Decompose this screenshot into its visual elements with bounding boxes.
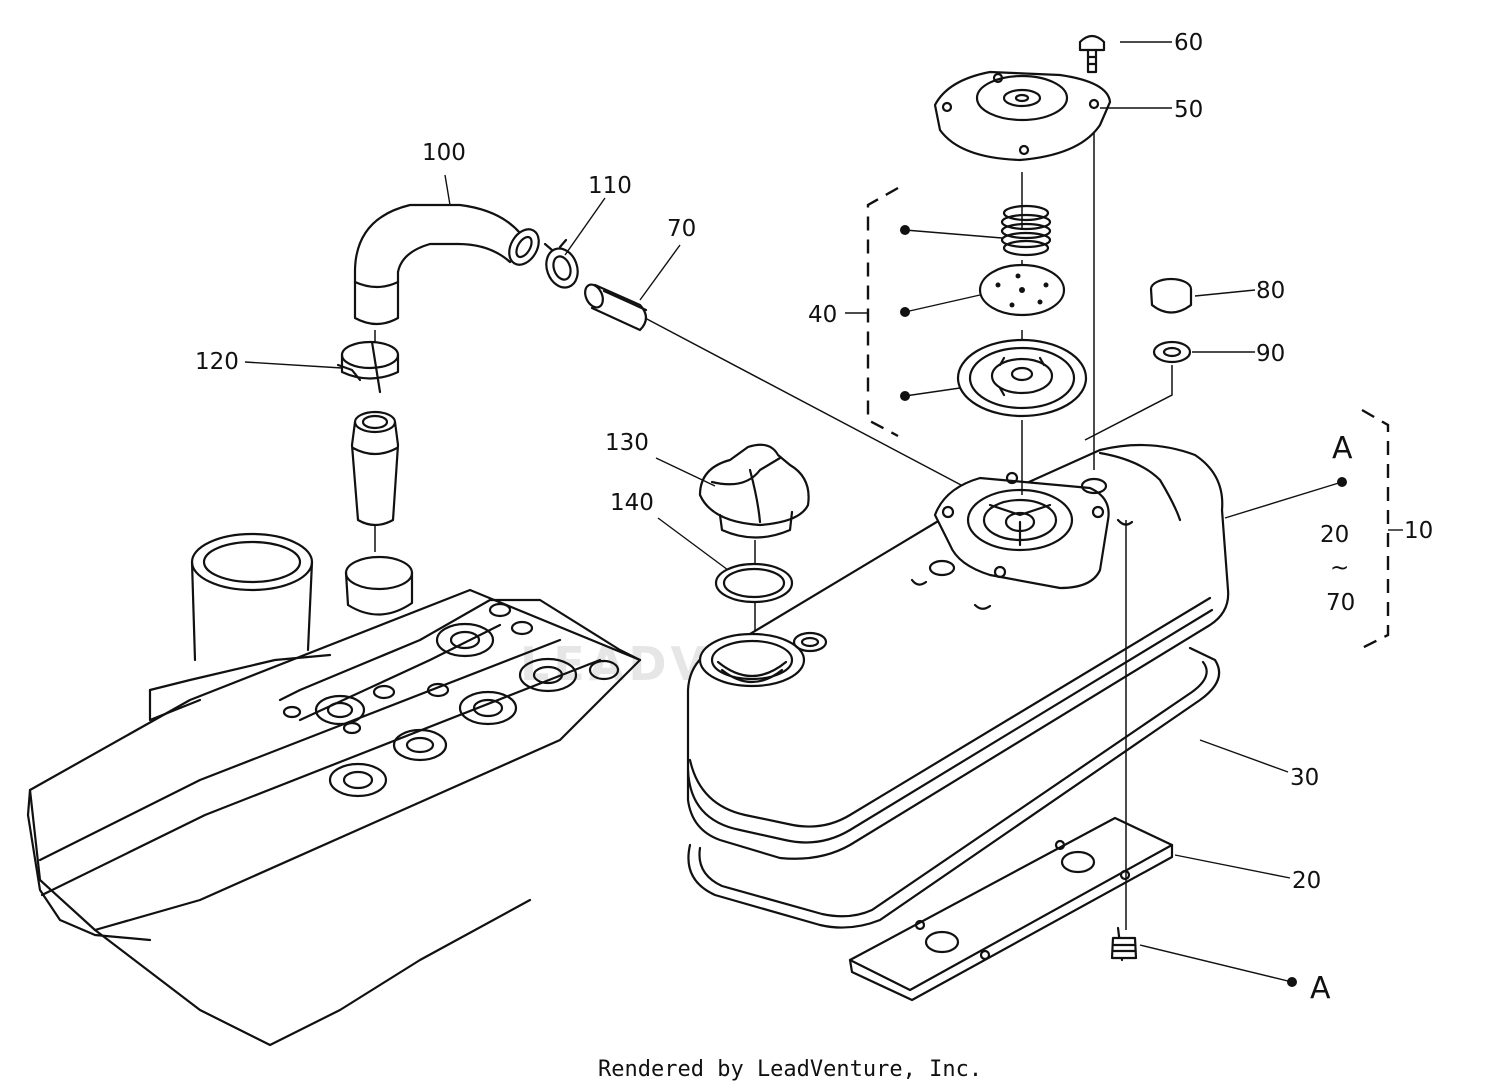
callout-120: 120 (195, 349, 239, 375)
footer-credit: Rendered by LeadVenture, Inc. (598, 1057, 982, 1082)
valve-cover-50 (933, 70, 1112, 162)
range-from: 20 (1320, 522, 1349, 548)
rocker-cover-10 (686, 443, 1230, 929)
callout-140: 140 (610, 490, 654, 516)
leaders (244, 41, 1403, 987)
callout-50: 50 (1174, 97, 1203, 123)
callout-70: 70 (667, 216, 696, 242)
callout-80: 80 (1256, 278, 1285, 304)
breather-pipe-lower (350, 410, 400, 527)
range-tilde: ~ (1330, 555, 1349, 581)
assembly-line-pipe70 (644, 317, 981, 496)
callout-90: 90 (1256, 341, 1285, 367)
callout-130: 130 (605, 430, 649, 456)
plug-80 (1149, 277, 1193, 314)
oil-filler-cap-130 (698, 443, 810, 539)
baffle-plate-20 (848, 816, 1174, 1002)
engine-cylinder-head (26, 532, 642, 1047)
callout-10: 10 (1404, 518, 1433, 544)
breather-hose-100 (353, 203, 540, 326)
callout-100: 100 (422, 140, 466, 166)
callout-110: 110 (588, 173, 632, 199)
valve-body (956, 338, 1088, 418)
hose-clamp-110 (543, 238, 579, 289)
hose-clamp-120 (336, 340, 400, 394)
callout-40: 40 (808, 302, 837, 328)
washer-90 (1152, 340, 1192, 364)
ref-mark-a-bottom: A (1310, 971, 1331, 1006)
bolt-60 (1078, 34, 1106, 74)
ref-mark-a-top: A (1332, 431, 1353, 466)
callout-30: 30 (1290, 765, 1319, 791)
o-ring-140 (714, 562, 794, 604)
spring (1000, 204, 1052, 257)
bracket-10 (1361, 408, 1390, 650)
assembly-line-plug (1084, 365, 1173, 441)
callout-20: 20 (1292, 868, 1321, 894)
range-to: 70 (1326, 590, 1355, 616)
callout-60: 60 (1174, 30, 1203, 56)
breather-pipe-70 (584, 283, 648, 332)
bracket-40 (866, 186, 899, 438)
bolt-a (1110, 926, 1138, 962)
diaphragm (978, 263, 1066, 317)
